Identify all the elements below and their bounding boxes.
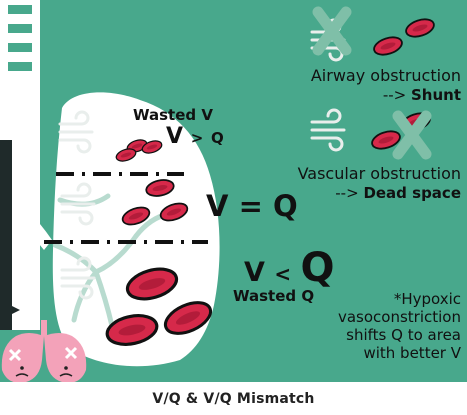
shunt-icon-group: [312, 12, 436, 60]
wasted-q-label: Wasted Q: [233, 289, 314, 304]
red-blood-cell-icon: [372, 34, 404, 58]
dead-space-result: --> Dead space: [335, 186, 461, 201]
shunt-cause: Airway obstruction: [311, 68, 461, 84]
v-greater-q-relation: V > Q: [166, 126, 224, 148]
note-line: with better V: [338, 344, 461, 362]
note-line: shifts Q to area: [338, 326, 461, 344]
dead-space-cause: Vascular obstruction: [298, 166, 461, 182]
arrow-text: -->: [335, 184, 363, 202]
shunt-result: --> Shunt: [383, 88, 461, 103]
illustration-panel: Airway obstruction --> Shunt Vascular ob…: [0, 0, 467, 382]
note-line: vasoconstriction: [338, 308, 461, 326]
v-equals-q-relation: V = Q: [206, 192, 298, 221]
page-title: V/Q & V/Q Mismatch: [0, 382, 467, 415]
wasted-v-label: Wasted V: [133, 108, 213, 123]
arrow-text: -->: [383, 86, 411, 104]
hypoxic-vasoconstriction-note: *Hypoxic vasoconstriction shifts Q to ar…: [338, 290, 461, 362]
red-blood-cell-icon: [404, 16, 436, 40]
dead-space-icon-group: [312, 110, 432, 154]
shunt-term: Shunt: [411, 86, 461, 104]
dead-space-term: Dead space: [363, 184, 461, 202]
note-line: *Hypoxic: [338, 290, 461, 308]
wind-icon: [312, 110, 344, 150]
trachea-graphic: [0, 0, 52, 330]
v-less-q-relation: V < Q: [244, 248, 335, 288]
